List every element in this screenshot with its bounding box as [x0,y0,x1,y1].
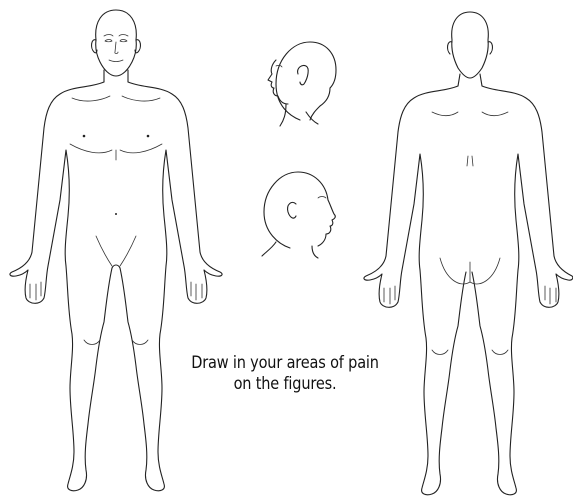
head-left-eye [318,197,326,199]
back-right-fingers [545,286,556,304]
front-brows [104,35,128,37]
back-left-side-outline [364,86,466,495]
front-left-knee [84,340,100,345]
back-shoulder-blades [432,112,508,116]
back-head-outline [452,12,489,78]
front-left-side-outline [10,82,112,491]
front-body-figure[interactable] [10,10,222,491]
head-right-ear [298,65,309,84]
front-right-knee [132,340,148,345]
front-groin-lines [96,236,136,266]
back-right-knee [492,350,508,355]
head-right-face [268,60,288,104]
back-left-knee [432,350,448,355]
back-body-figure[interactable] [364,12,573,495]
instructions-line-1: Draw in your areas of pain [175,352,395,373]
front-crotch [112,265,120,268]
front-right-fingers [191,282,202,300]
head-profile-right-figure[interactable] [268,42,336,126]
pain-instructions: Draw in your areas of pain on the figure… [175,352,395,394]
head-left-neck [262,242,318,258]
back-spine-marks [467,156,473,166]
instructions-line-2: on the figures. [175,373,395,394]
head-left-ear [288,202,296,218]
head-profile-left-figure[interactable] [262,172,335,258]
front-navel [115,213,117,215]
front-right-nipple [147,135,150,138]
back-buttocks [440,258,500,284]
front-left-nipple [83,135,86,138]
front-left-fingers [30,282,41,300]
front-nose [115,42,118,54]
back-right-side-outline [472,86,573,495]
front-eyes [105,40,127,42]
back-neck [458,74,482,86]
back-left-fingers [384,286,395,304]
front-right-side-outline [120,82,222,491]
front-collarbones [72,96,160,101]
front-mouth [109,60,123,62]
head-left-outline [264,172,335,248]
